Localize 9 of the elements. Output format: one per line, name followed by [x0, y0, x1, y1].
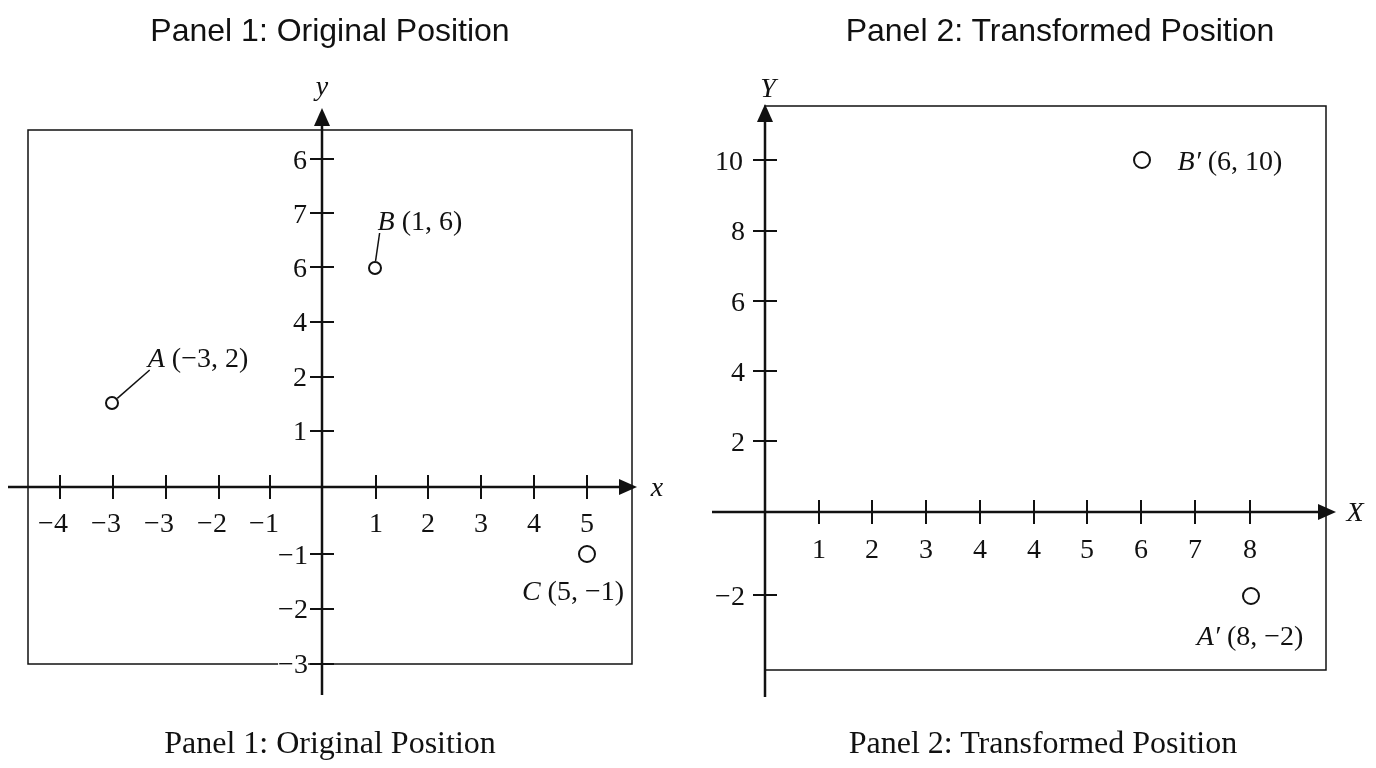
point-marker — [105, 396, 119, 410]
tick-label: B′ (6, 10) — [1177, 147, 1283, 175]
tick-label: A′ (8, −2) — [1196, 622, 1304, 650]
point-marker — [368, 261, 382, 275]
tick-label: C (5, −1) — [521, 577, 625, 605]
point-label: B (1, 6) — [377, 207, 463, 235]
leader-line — [116, 369, 151, 400]
point-label: A (−3, 2) — [147, 344, 249, 372]
leader-line — [374, 232, 381, 262]
